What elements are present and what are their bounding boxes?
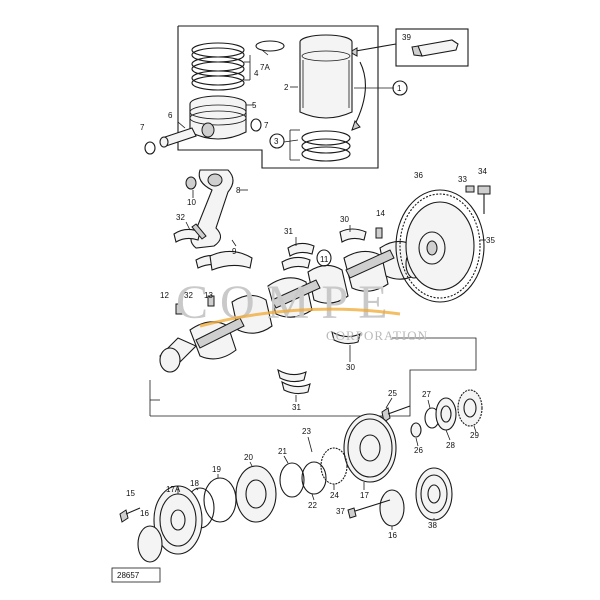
label-32-upper: 32 [176,213,185,222]
label-13: 13 [204,291,213,300]
label-9: 9 [232,247,237,256]
label-20: 20 [244,453,253,462]
label-38: 38 [428,521,437,530]
o-ring-7a [255,40,285,52]
label-15: 15 [126,489,135,498]
plate-20 [235,465,277,523]
label-19: 19 [212,465,221,474]
piston-rings [191,42,245,91]
front-end-group [119,389,483,563]
bolt-15 [119,509,129,523]
label-3: 3 [274,137,279,146]
label-11: 11 [320,255,329,264]
connecting-rod-group [173,169,253,271]
sealant-tube-box [395,28,469,67]
piston-pin [159,127,197,148]
flywheel-bolts [465,185,491,214]
label-37: 37 [336,507,345,516]
plate-16-right [379,489,405,527]
label-27: 27 [422,390,431,399]
rod-cap [209,250,253,271]
label-1: 1 [397,84,402,93]
label-26: 26 [414,446,423,455]
label-39: 39 [402,33,411,42]
label-25: 25 [388,389,397,398]
gear-29 [457,389,483,427]
label-18: 18 [190,479,199,488]
label-36: 36 [414,171,423,180]
label-30-lower: 30 [346,363,355,372]
label-28: 28 [446,441,455,450]
bearing-shell-upper [173,228,201,243]
reference-box: 28657 [111,567,161,583]
label-17a: 17A [166,485,181,494]
dowel-pin [375,227,383,239]
label-24: 24 [330,491,339,500]
watermark-primary: C O M P E [176,276,388,329]
reference-number: 28657 [117,571,140,580]
label-7-left: 7 [140,123,145,132]
flywheel [395,189,486,303]
label-16-right: 16 [388,531,397,540]
label-16-left: 16 [140,509,149,518]
label-31-lower: 31 [292,403,301,412]
seal-21 [279,462,305,498]
label-17: 17 [360,491,369,500]
liner-seal-rings [301,130,351,162]
small-end-bushing [185,176,197,190]
label-2: 2 [284,83,289,92]
label-21: 21 [278,447,287,456]
label-33: 33 [458,175,467,184]
watermark-secondary: CORPORATION [326,328,428,343]
watermark: C O M P E CORPORATION [176,276,428,343]
vibration-damper-17 [343,413,397,483]
label-23: 23 [302,427,311,436]
label-4: 4 [254,69,259,78]
piston-liner-group [144,25,469,169]
label-5: 5 [252,101,257,110]
rod-bolt [191,223,207,240]
label-22: 22 [308,501,317,510]
label-6: 6 [168,111,173,120]
label-10: 10 [187,198,196,207]
label-34: 34 [478,167,487,176]
label-29: 29 [470,431,479,440]
connecting-rod [190,169,234,249]
label-14: 14 [376,209,385,218]
ring-22 [301,461,327,495]
plate-16-left [137,525,163,563]
circlip-left [144,141,156,155]
part-labels: 39 7A 4 2 1 5 6 7 7 3 8 10 32 9 36 33 34… [126,33,495,540]
ring-19 [203,477,237,523]
label-12: 12 [160,291,169,300]
label-32-lower: 32 [184,291,193,300]
piston [189,95,247,140]
gear-28 [435,397,457,431]
label-8: 8 [236,186,241,195]
label-7-right: 7 [264,121,269,130]
label-31-upper: 31 [284,227,293,236]
washer-26 [410,422,422,438]
label-30-upper: 30 [340,215,349,224]
circlip-right [250,118,262,132]
cylinder-liner [299,34,353,119]
hub-24 [320,447,348,485]
label-7a-top: 7A [260,63,270,72]
label-35: 35 [486,236,495,245]
